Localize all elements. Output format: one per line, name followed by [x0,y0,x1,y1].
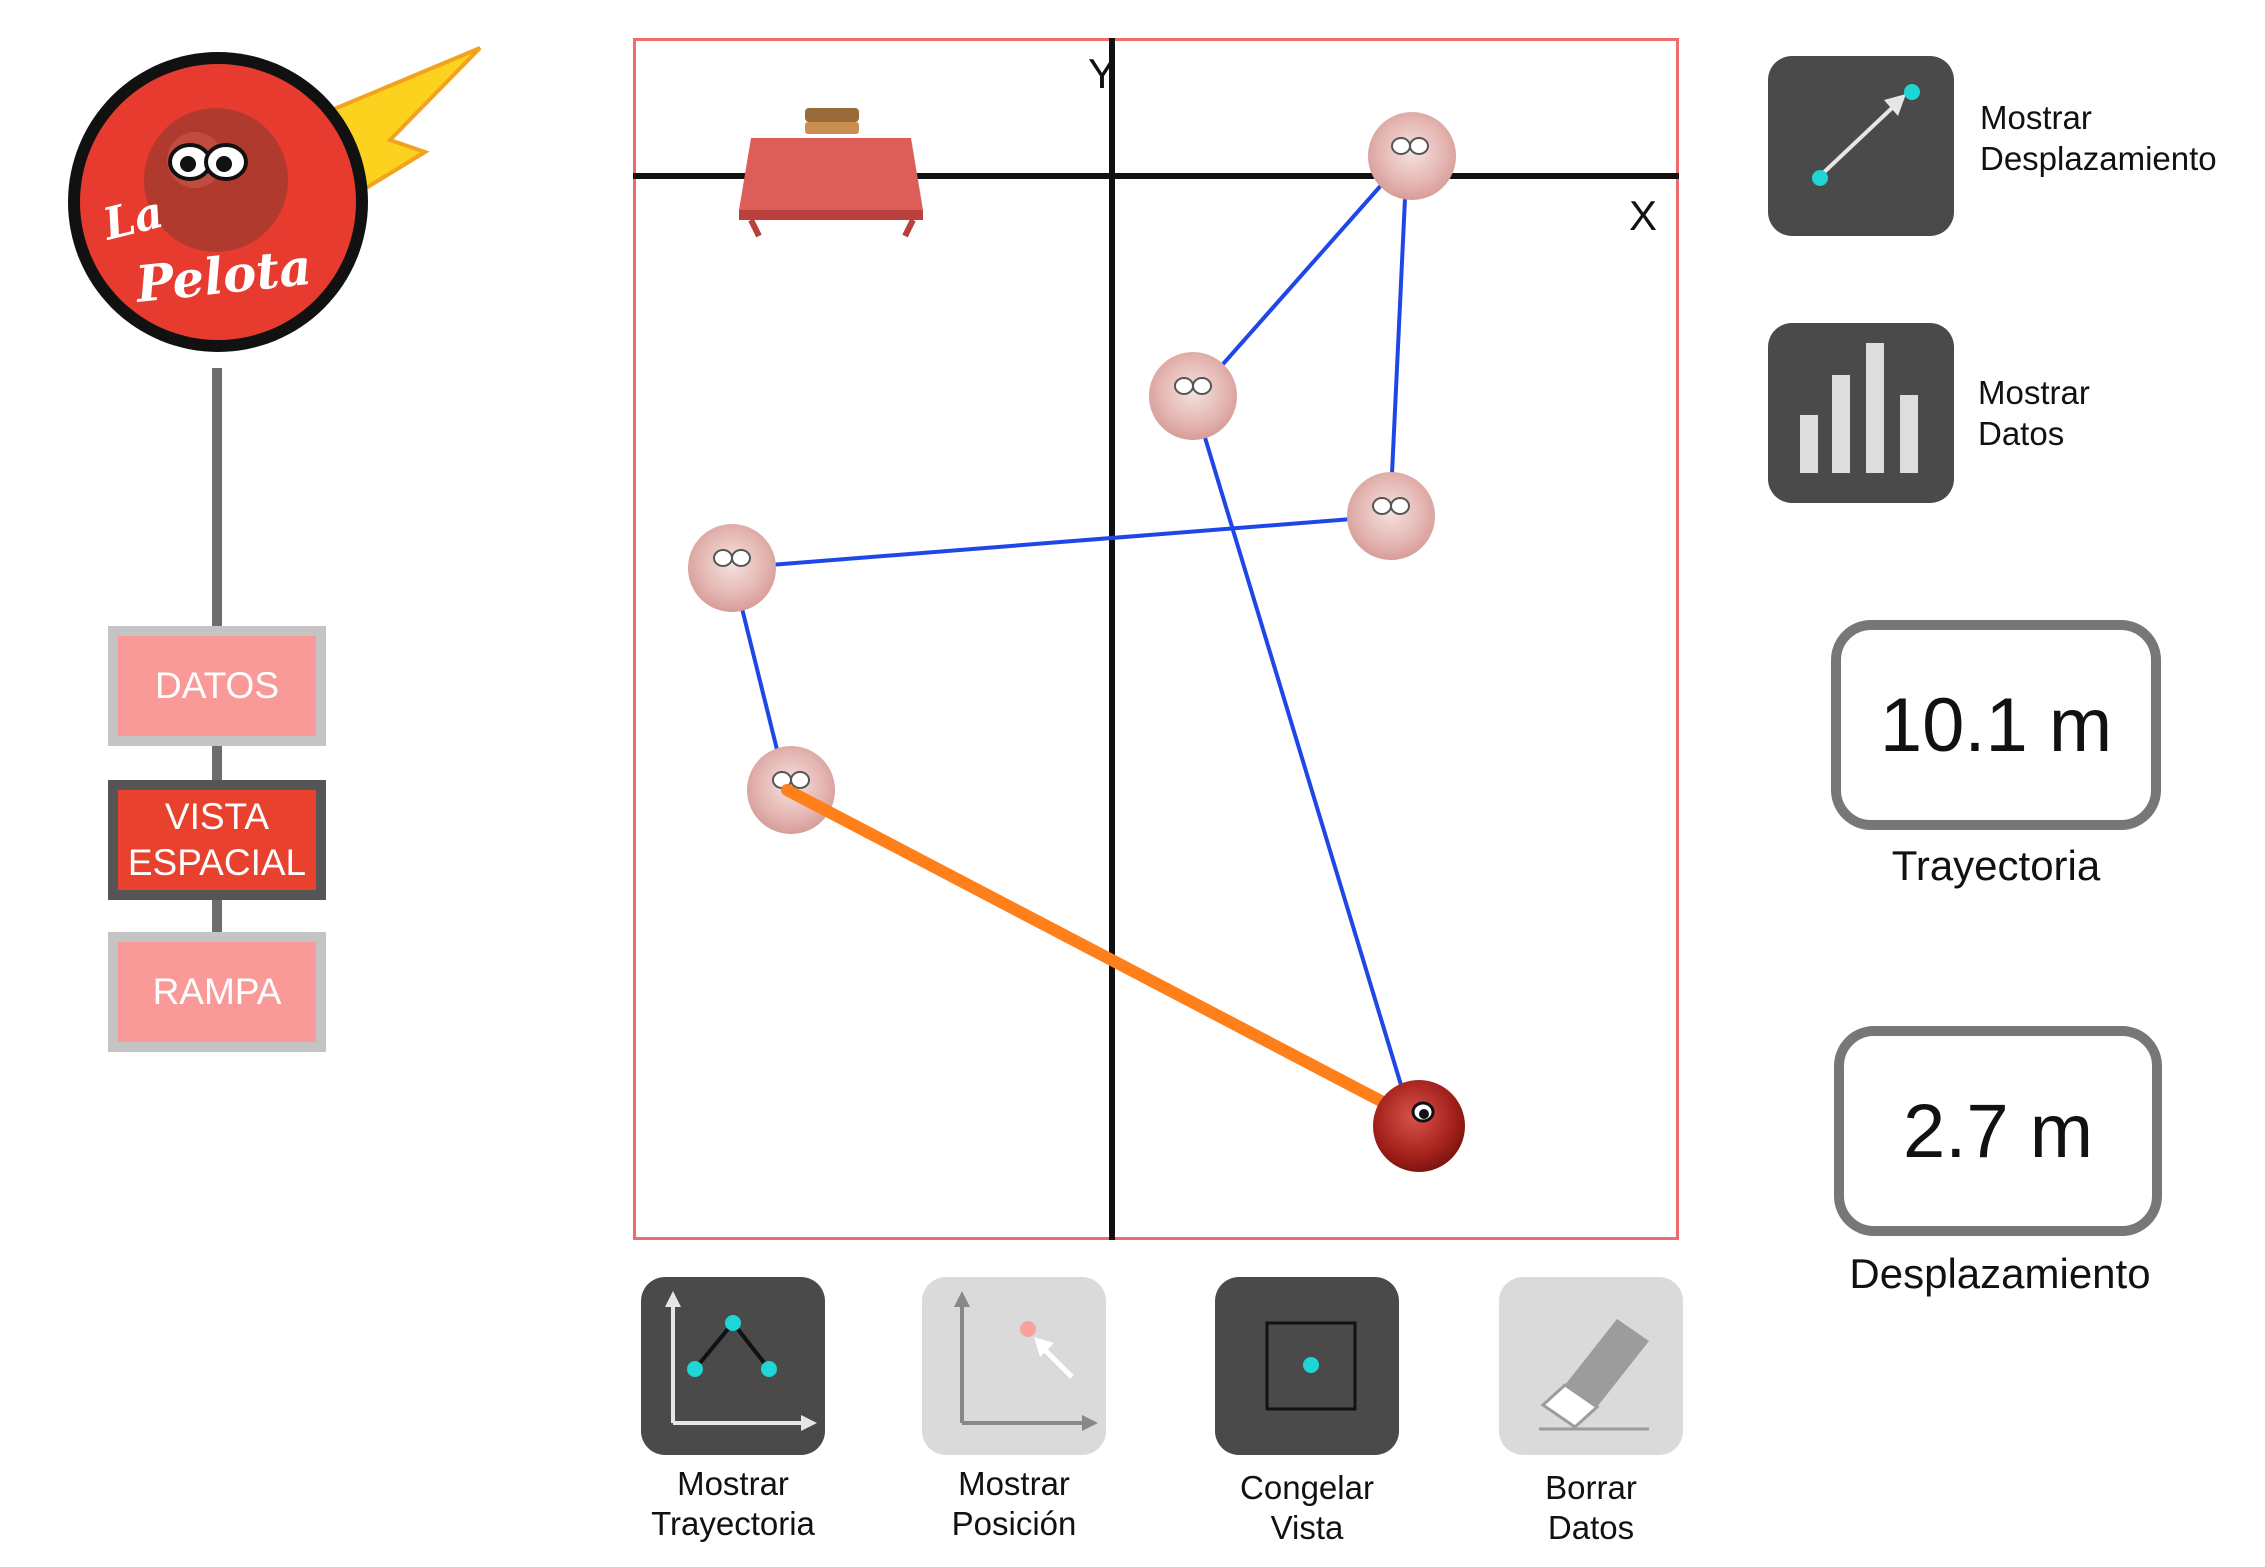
show-position-label: Mostrar Posición [951,1465,1077,1543]
nav-datos-label: DATOS [154,664,280,706]
ball-position-4 [688,524,776,612]
nav-vista-espacial-button[interactable]: VISTA ESPACIAL [108,780,326,900]
bar-chart-icon [1800,343,1918,473]
plot-frame [633,38,1679,1240]
x-axis-label: X [1629,192,1657,239]
trajectory-label: Trayectoria [1891,842,2101,889]
show-trajectory-label: Mostrar Trayectoria [651,1465,815,1543]
ball-current[interactable] [1373,1080,1465,1172]
show-displacement-button[interactable] [1768,56,1954,236]
trajectory-value: 10.1 m [1879,682,2113,768]
show-data-button[interactable] [1768,323,1954,503]
ball-position-3 [1347,472,1435,560]
nav-rampa-label: RAMPA [152,970,282,1012]
displacement-label: Desplazamiento [1849,1250,2151,1297]
displacement-value: 2.7 m [1902,1088,2094,1174]
table-icon [739,108,923,238]
nav-vista-espacial-label: VISTA ESPACIAL [127,795,307,883]
displacement-arrow-icon [1812,84,1920,186]
freeze-view-button[interactable] [1215,1277,1399,1455]
trajectory-value-box: 10.1 m [1831,620,2161,830]
show-position-button[interactable] [922,1277,1106,1455]
freeze-view-label: Congelar Vista [1240,1469,1374,1547]
trajectory-chart-icon [665,1291,817,1431]
show-displacement-label: Mostrar Desplazamiento [1980,99,2217,178]
position-cursor-icon [954,1291,1098,1431]
eraser-icon [1539,1319,1649,1431]
spatial-view-plot[interactable]: Y X [633,38,1679,1240]
clear-data-button[interactable] [1499,1277,1683,1455]
clear-data-label: Borrar Datos [1545,1469,1637,1547]
app-logo: La Pelota [68,46,482,352]
nav-rampa-button[interactable]: RAMPA [108,932,326,1052]
show-trajectory-button[interactable] [641,1277,825,1455]
displacement-value-box: 2.7 m [1834,1026,2162,1236]
freeze-frame-icon [1265,1321,1357,1411]
ball-position-2 [1149,352,1237,440]
displacement-vector [781,784,1427,1128]
show-data-label: Mostrar Datos [1978,374,2090,453]
y-axis-label: Y [1088,50,1116,97]
nav-datos-button[interactable]: DATOS [108,626,326,746]
ball-position-1 [1368,112,1456,200]
